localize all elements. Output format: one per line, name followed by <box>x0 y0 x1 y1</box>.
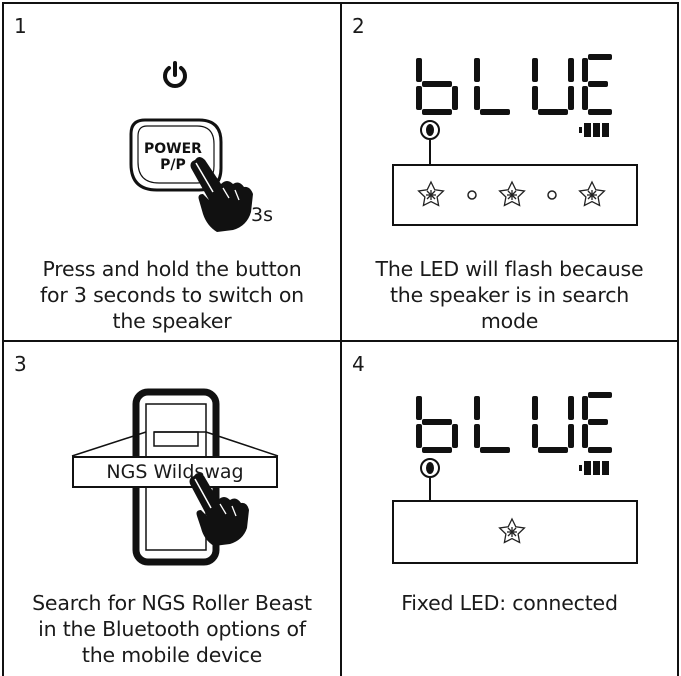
lcd-display <box>416 54 612 115</box>
caption-line: Press and hold the button <box>42 257 302 281</box>
caption-line: the speaker <box>112 309 232 333</box>
step-4-panel: 4 <box>340 340 679 676</box>
caption-line: The LED will flash because <box>375 257 644 281</box>
caption-line: the mobile device <box>81 643 263 667</box>
bluetooth-icon <box>420 458 440 478</box>
hand-pointer-icon <box>189 473 249 546</box>
caption-line: mode <box>480 309 539 333</box>
step-number: 2 <box>352 14 365 38</box>
led-panel <box>392 500 638 564</box>
caption-line: Search for NGS Roller Beast <box>32 591 312 615</box>
device-name-label: NGS Wildswag <box>72 456 278 488</box>
battery-icon <box>579 123 609 137</box>
caption-line: for 3 seconds to switch on <box>40 283 304 307</box>
hold-time-label: 3s <box>251 204 273 226</box>
battery-icon <box>579 461 609 475</box>
lcd-display <box>416 392 612 453</box>
caption-line: Fixed LED: connected <box>401 591 618 615</box>
led-panel <box>392 164 638 226</box>
bluetooth-icon <box>420 120 440 140</box>
step-number: 4 <box>352 352 365 376</box>
step-2-caption: The LED will flash because the speaker i… <box>342 256 677 334</box>
step-3-panel: 3 NGS Wildswag Search for NGS Roller Bea… <box>2 340 342 676</box>
power-icon <box>163 61 187 88</box>
step-1-panel: 1 POWER P/P 3s Press and hold the button… <box>2 2 342 342</box>
power-label-line2: P/P <box>160 157 186 173</box>
step-1-caption: Press and hold the button for 3 seconds … <box>4 256 340 334</box>
flashing-led-icon <box>578 180 606 207</box>
connector-line <box>429 478 431 502</box>
flashing-led-icon <box>498 180 526 207</box>
led-icon <box>498 517 526 544</box>
power-button-label: POWER P/P <box>144 141 202 173</box>
hand-pointer-icon <box>190 157 253 232</box>
step-2-panel: 2 <box>340 2 679 342</box>
connector-line <box>429 140 431 166</box>
caption-line: the speaker is in search <box>389 283 630 307</box>
caption-line: in the Bluetooth options of <box>38 617 306 641</box>
step-number: 3 <box>14 352 27 376</box>
step-3-caption: Search for NGS Roller Beast in the Bluet… <box>4 590 340 668</box>
power-label-line1: POWER <box>144 141 202 157</box>
step-number: 1 <box>14 14 27 38</box>
step-4-caption: Fixed LED: connected <box>342 590 677 616</box>
flashing-led-icon <box>417 180 445 207</box>
